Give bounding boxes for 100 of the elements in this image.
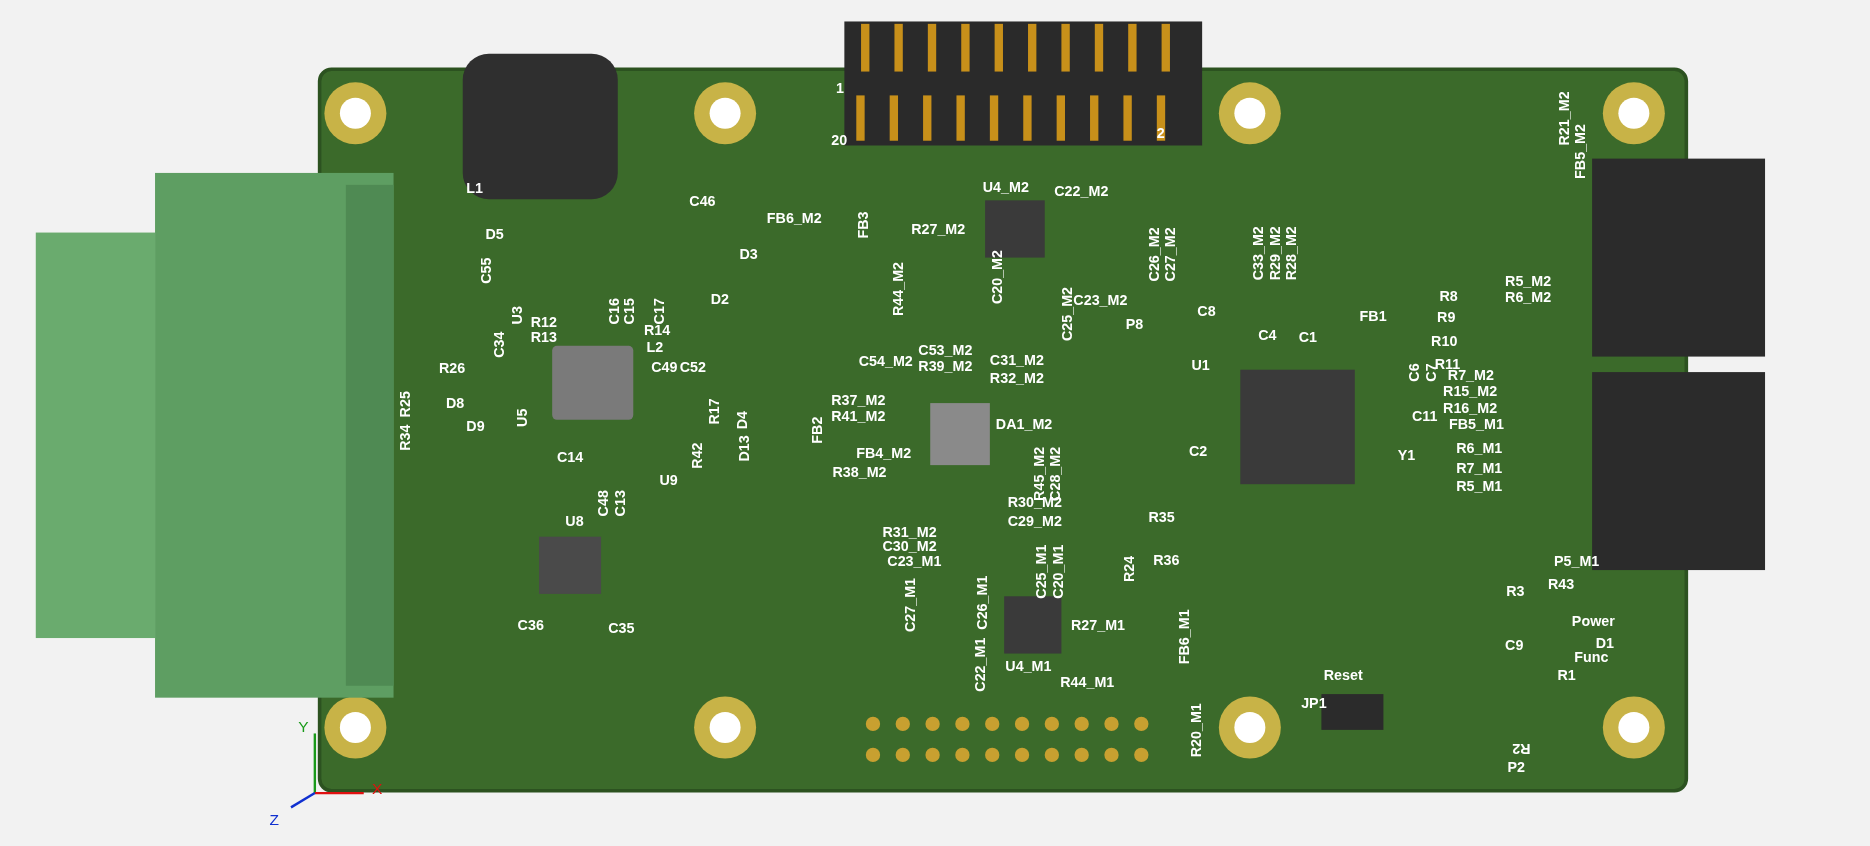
- pcb-label: FB6_M1: [1177, 609, 1192, 665]
- pcb-label: C34: [492, 331, 507, 358]
- pcb-label: R38_M2: [832, 465, 887, 480]
- axis-label: Z: [269, 813, 279, 828]
- pcb-label: R12: [530, 314, 557, 330]
- pcb-label: U1: [1191, 357, 1210, 373]
- pcb-label: R39_M2: [918, 358, 973, 374]
- pcb-label: C49: [651, 360, 678, 375]
- pcb-label: R29_M2: [1267, 226, 1283, 281]
- pcb-label: C53_M2: [918, 343, 973, 358]
- pcb-label: C27_M2: [1162, 227, 1178, 282]
- pcb-label: R28_M2: [1284, 226, 1299, 281]
- pcb-label: R9: [1437, 310, 1456, 325]
- pcb-label: R8: [1439, 288, 1458, 303]
- pcb-label: D3: [739, 246, 758, 262]
- pcb-label: R14: [644, 323, 671, 338]
- pcb-label: R16_M2: [1443, 400, 1498, 415]
- pcb-label: Reset: [1323, 667, 1363, 683]
- pcb-label: R43: [1548, 577, 1575, 592]
- pcb-label: C9: [1505, 638, 1524, 653]
- pcb-label: R36: [1153, 553, 1180, 568]
- pcb-label: R7_M2: [1447, 368, 1494, 383]
- pcb-label: P8: [1125, 317, 1144, 332]
- pcb-label: R21_M2: [1557, 91, 1572, 146]
- pcb-label: 2: [1156, 126, 1165, 141]
- pcb-label: FB1: [1359, 308, 1387, 324]
- pcb-label: C22_M2: [1054, 183, 1109, 198]
- pcb-label: R37_M2: [831, 393, 886, 408]
- pcb-label: D8: [446, 395, 465, 411]
- pcb-label: R5_M2: [1505, 274, 1552, 289]
- pcb-label: R24: [1122, 555, 1137, 582]
- pcb-label: D9: [466, 418, 485, 433]
- pcb-label: D1: [1595, 635, 1614, 650]
- pcb-label: P2: [1507, 759, 1525, 774]
- pcb-label: D4: [734, 411, 749, 430]
- pcb-label: R44_M1: [1060, 675, 1115, 690]
- pcb-label: C15: [622, 298, 637, 325]
- pcb-label: C33_M2: [1251, 226, 1266, 281]
- pcb-label: C31_M2: [989, 353, 1044, 368]
- pcb-label: C25_M2: [1060, 287, 1075, 342]
- pcb-label: R10: [1431, 333, 1458, 349]
- pcb-label: 20: [831, 133, 848, 148]
- pcb-label: C17: [652, 298, 667, 325]
- pcb-label: C20_M1: [1050, 544, 1065, 599]
- pcb-label: JP1: [1301, 696, 1327, 711]
- pcb-label: C54_M2: [858, 354, 913, 369]
- pcb-label: C30_M2: [882, 539, 937, 554]
- pcb-label: R26: [438, 361, 466, 376]
- pcb-label: C52: [679, 360, 707, 375]
- pcb-label: DA1_M2: [995, 417, 1053, 432]
- pcb-label: C8: [1197, 304, 1216, 319]
- pcb-label: U4_M2: [982, 180, 1029, 195]
- pcb-label: C22_M1: [973, 637, 988, 692]
- pcb-label: C13: [613, 490, 628, 517]
- pcb-label: R44_M2: [890, 261, 906, 317]
- pcb-label: 1: [836, 81, 844, 96]
- pcb-label: Y1: [1397, 448, 1416, 463]
- pcb-label: C23_M2: [1073, 293, 1128, 308]
- pcb-label: FB6_M2: [766, 211, 822, 226]
- pcb-label: FB4_M2: [856, 446, 912, 461]
- pcb-label: R35: [1148, 510, 1175, 525]
- pcb-label: D2: [710, 292, 730, 307]
- pcb-label: C26_M1: [975, 575, 990, 630]
- pcb-label: U3: [510, 306, 525, 325]
- pcb-label: R32_M2: [989, 370, 1044, 386]
- axis-label: Y: [298, 720, 309, 735]
- pcb-label: FB3: [856, 211, 871, 239]
- pcb-label: C16: [607, 298, 622, 325]
- pcb-label: C26_M2: [1147, 227, 1162, 282]
- pcb-label: R1: [1557, 667, 1576, 683]
- pcb-label: C1: [1298, 330, 1318, 345]
- pcb-label: C6: [1407, 363, 1422, 382]
- pcb-label: C4: [1258, 327, 1277, 343]
- pcb-label: C14: [556, 449, 584, 464]
- pcb-label: U5: [515, 408, 530, 427]
- pcb-label: R42: [690, 442, 705, 469]
- pcb-label: C29_M2: [1007, 514, 1062, 529]
- pcb-label: R7_M1: [1456, 461, 1503, 476]
- pcb-label: C11: [1412, 409, 1438, 424]
- pcb-label: R6_M1: [1456, 441, 1503, 456]
- pcb-label: C23_M1: [887, 554, 942, 569]
- pcb-label: R15_M2: [1443, 384, 1498, 399]
- pcb-label: R31_M2: [882, 524, 937, 540]
- pcb-label: R25: [398, 391, 413, 418]
- pcb-label: R20_M1: [1189, 703, 1204, 758]
- pcb-label: R5_M1: [1456, 479, 1503, 494]
- pcb-label: FB2: [809, 416, 825, 444]
- pcb-label: U4_M1: [1005, 659, 1052, 674]
- pcb-label: C36: [517, 617, 544, 633]
- pcb-label: L2: [646, 339, 664, 355]
- pcb-label: C2: [1189, 443, 1208, 458]
- pcb-label: C27_M1: [902, 578, 918, 633]
- pcb-label: C46: [689, 194, 716, 209]
- pcb-label: R27_M1: [1070, 617, 1126, 633]
- pcb-label: FB5_M1: [1449, 417, 1504, 432]
- pcb-label: C55: [479, 257, 494, 284]
- pcb-label: L1: [466, 181, 483, 196]
- pcb-label: D13: [737, 435, 752, 462]
- pcb-label: R41_M2: [831, 409, 886, 424]
- pcb-label: R2: [1512, 741, 1531, 757]
